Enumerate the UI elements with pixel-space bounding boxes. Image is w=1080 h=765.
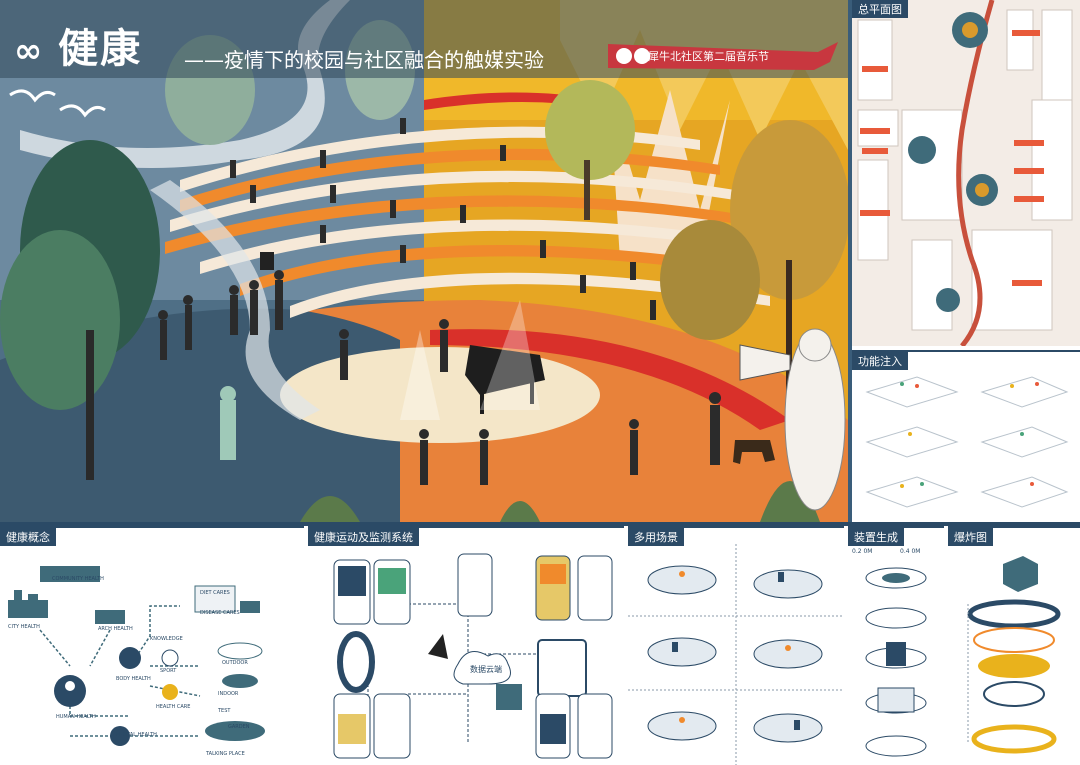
concept-city: CITY HEALTH	[8, 624, 40, 630]
device-dim-a: 0.2 0M	[852, 548, 873, 555]
health-concept-panel: 健康概念 COMMUNITY HEALTH CITY HEALTH ARCH H…	[0, 526, 304, 765]
device-label: 装置生成	[848, 528, 904, 546]
function-diagrams	[865, 376, 1069, 508]
scenarios-label: 多用场景	[628, 528, 684, 546]
concept-indoor: INDOOR	[218, 691, 239, 697]
banner-ribbon	[608, 42, 838, 70]
device-dim-b: 0.4 0M	[900, 548, 921, 555]
concept-disease: DISEASE CARES	[200, 610, 240, 616]
concept-body: BODY HEALTH	[116, 676, 151, 682]
concept-care: HEALTH CARE	[156, 704, 191, 710]
banner-text: 犀牛北社区第二届音乐节	[648, 50, 769, 63]
concept-knowledge: KNOWLEDGE	[150, 636, 183, 642]
concept-garden: GARDEN	[228, 724, 250, 730]
concept-human: HUMAN HEALTH	[56, 714, 96, 720]
seating-rows	[165, 126, 770, 318]
dog-illustration	[733, 440, 775, 464]
scenarios-grid	[628, 544, 844, 765]
amphitheater-scene	[0, 0, 848, 522]
function-label: 功能注入	[852, 352, 908, 370]
concept-diet: DIET CARES	[200, 590, 230, 596]
concept-diagram	[8, 566, 265, 746]
piano-illustration	[465, 345, 545, 414]
horizontal-divider	[0, 522, 1080, 526]
exploded-label: 爆炸图	[948, 528, 993, 546]
people-figures	[158, 118, 721, 485]
function-panel: 功能注入	[852, 350, 1080, 524]
hazmat-figure	[220, 386, 236, 460]
site-plan-panel: 总平面图	[852, 0, 1080, 348]
concept-community: COMMUNITY HEALTH	[52, 576, 104, 582]
health-concept-label: 健康概念	[0, 528, 56, 546]
device-panel: 装置生成 0.2 0M 0.4 0M	[848, 526, 944, 765]
concept-mental: MENTAL HEALTH	[116, 732, 157, 738]
page-title-text: 健康	[58, 26, 143, 72]
concept-sport: SPORT	[160, 668, 177, 674]
monitoring-panel: 健康运动及监测系统 数据云端	[308, 526, 624, 765]
device-steps	[865, 567, 927, 757]
vertical-divider	[848, 0, 852, 763]
monitoring-label: 健康运动及监测系统	[308, 528, 419, 546]
cloud-label: 数据云端	[470, 665, 502, 674]
scenarios-panel: 多用场景	[628, 526, 844, 765]
exploded-diagram	[967, 556, 1061, 754]
statue-megaphone	[739, 328, 846, 511]
page-title: ∞ 健康	[14, 16, 142, 74]
concept-talking: TALKING PLACE	[206, 751, 245, 757]
hero-illustration	[0, 0, 848, 522]
concept-outdoor: OUTDOOR	[222, 660, 248, 666]
birds-illustration	[9, 89, 106, 118]
monitoring-diagram	[333, 553, 613, 759]
exploded-panel: 爆炸图	[948, 526, 1080, 765]
page-subtitle: ——疫情下的校园与社区融合的触媒实验	[184, 48, 544, 72]
concept-test: TEST	[218, 708, 231, 714]
site-plan-label: 总平面图	[852, 0, 908, 18]
trees-right	[545, 80, 848, 420]
infinity-icon: ∞	[14, 31, 59, 71]
concept-arch: ARCH HEALTH	[98, 626, 133, 632]
site-plan-map	[852, 0, 1080, 348]
sign-post	[260, 252, 274, 270]
